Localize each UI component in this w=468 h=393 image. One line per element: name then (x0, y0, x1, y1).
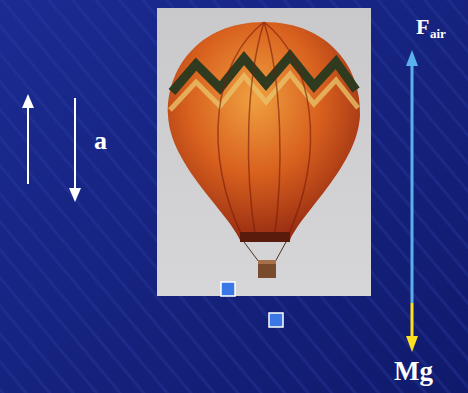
velocity-arrow (22, 94, 34, 184)
acceleration-arrow (69, 98, 81, 202)
acceleration-label: a (94, 128, 107, 154)
handle-square (269, 313, 283, 327)
handle-square (221, 282, 235, 296)
weight-label: Mg (394, 358, 433, 385)
weight-arrow (406, 303, 418, 352)
force-subscript: air (430, 27, 446, 40)
air-force-arrow (406, 50, 418, 303)
force-symbol: F (416, 16, 429, 38)
balloon-photo (157, 8, 371, 296)
